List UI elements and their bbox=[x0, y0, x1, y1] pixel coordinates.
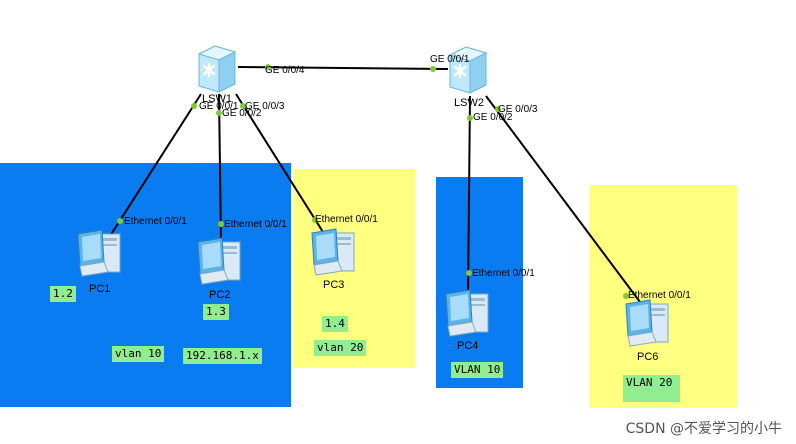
port-dot bbox=[467, 115, 473, 121]
pc-name-pc2: PC2 bbox=[209, 289, 231, 301]
vlan-tag-right-10: VLAN 10 bbox=[451, 362, 504, 378]
port-label: Ethernet 0/0/1 bbox=[124, 216, 187, 227]
vlan-tag-left-20: vlan 20 bbox=[314, 340, 367, 356]
port-dot bbox=[218, 221, 224, 227]
pc-icon[interactable] bbox=[308, 227, 360, 277]
pc-icon[interactable] bbox=[442, 288, 494, 338]
port-dot bbox=[191, 103, 197, 109]
vlan-tag-left-10: vlan 10 bbox=[112, 346, 165, 362]
link-lsw2-pc6 bbox=[485, 95, 641, 303]
port-label: GE 0/0/1 bbox=[430, 54, 470, 65]
ip-tag-pc3: 1.4 bbox=[322, 316, 348, 332]
switch-name-lsw1: LSW1 bbox=[202, 93, 232, 105]
port-dot bbox=[430, 66, 436, 72]
link-lsw1-pc3 bbox=[235, 93, 324, 233]
port-label: Ethernet 0/0/1 bbox=[315, 214, 378, 225]
pc-icon[interactable] bbox=[622, 298, 674, 348]
switch-icon[interactable] bbox=[446, 45, 490, 95]
port-dot bbox=[495, 106, 501, 112]
vlan10-zone-left bbox=[0, 163, 291, 407]
ip-tag-pc2: 1.3 bbox=[203, 304, 229, 320]
pc-icon[interactable] bbox=[74, 228, 126, 278]
pc-name-pc3: PC3 bbox=[323, 279, 345, 291]
pc-icon[interactable] bbox=[194, 236, 246, 286]
port-dot bbox=[265, 64, 271, 70]
link-lsw2-pc4 bbox=[467, 95, 471, 297]
link-lsw1-pc2 bbox=[218, 93, 222, 245]
port-dot bbox=[117, 218, 123, 224]
vlan20-zone-right bbox=[589, 185, 737, 408]
port-label: Ethernet 0/0/1 bbox=[224, 219, 287, 230]
port-label: Ethernet 0/0/1 bbox=[628, 290, 691, 301]
switch-name-lsw2: LSW2 bbox=[454, 97, 484, 109]
port-dot bbox=[623, 293, 629, 299]
port-label: GE 0/0/3 bbox=[245, 101, 285, 112]
link-lsw1-lsw2 bbox=[237, 66, 449, 70]
port-label: GE 0/0/4 bbox=[265, 65, 305, 76]
pc-name-pc6: PC6 bbox=[637, 351, 659, 363]
port-dot bbox=[240, 103, 246, 109]
ip-tag-pc1: 1.2 bbox=[50, 286, 76, 302]
vlan-tag-right-20: VLAN 20 bbox=[623, 375, 681, 402]
port-dot bbox=[466, 270, 472, 276]
port-label: Ethernet 0/0/1 bbox=[472, 268, 535, 279]
port-label: GE 0/0/1 bbox=[199, 101, 239, 112]
switch-icon[interactable] bbox=[195, 44, 239, 94]
watermark: CSDN @不爱学习的小牛 bbox=[625, 421, 782, 437]
subnet-tag: 192.168.1.x bbox=[183, 348, 262, 364]
pc-name-pc4: PC4 bbox=[457, 340, 479, 352]
port-label: GE 0/0/3 bbox=[498, 104, 538, 115]
vlan10-zone-right bbox=[436, 177, 523, 388]
port-dot bbox=[312, 217, 318, 223]
link-lsw1-pc1 bbox=[109, 93, 202, 237]
port-dot bbox=[216, 110, 222, 116]
pc-name-pc1: PC1 bbox=[89, 283, 111, 295]
port-label: GE 0/0/2 bbox=[473, 112, 513, 123]
port-label: GE 0/0/2 bbox=[222, 108, 262, 119]
